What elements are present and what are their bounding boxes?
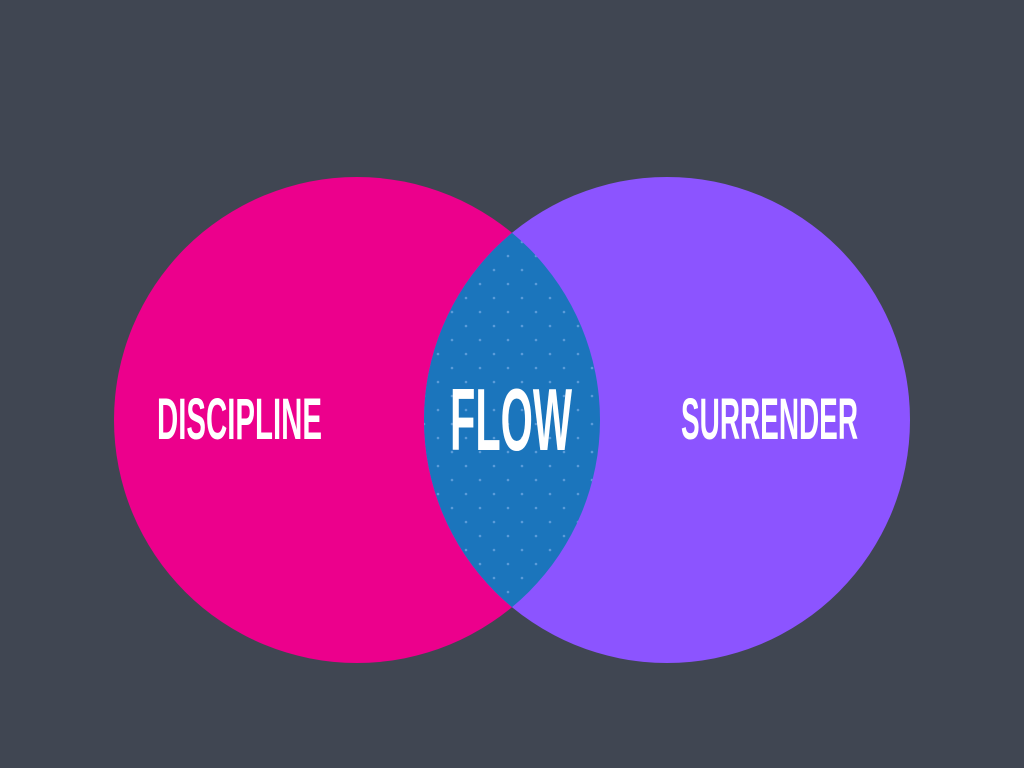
discipline-label: DISCIPLINE <box>157 387 322 452</box>
flow-label: FLOW <box>450 370 572 469</box>
flow-intersection <box>424 177 600 663</box>
surrender-label: SURRENDER <box>681 387 858 452</box>
